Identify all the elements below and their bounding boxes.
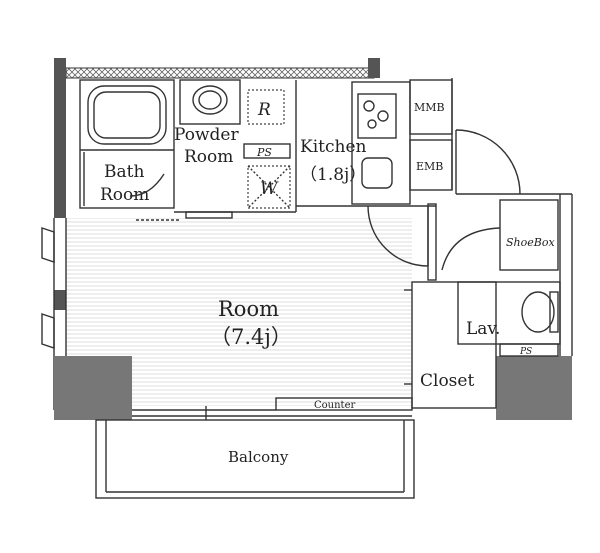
kitchen-label-2: （1.8j） (300, 165, 366, 185)
bath-room (79, 79, 175, 209)
balcony-label: Balcony (228, 448, 289, 466)
room-door-swing (367, 205, 429, 267)
stove-icon (357, 93, 397, 139)
refrigerator-space (247, 89, 285, 125)
counter-label: Counter (314, 400, 355, 411)
washbasin-icon (192, 85, 228, 115)
column-left (54, 356, 132, 420)
entry-partition (427, 203, 437, 281)
left-wall-segment (54, 290, 66, 310)
shoebox-label: ShoeBox (506, 236, 555, 249)
powder-sliding-door (185, 211, 233, 219)
washer-diagonal-2 (247, 165, 291, 209)
washbasin-inner (198, 90, 222, 110)
w-label: W (260, 179, 279, 199)
top-right-wall-stub (368, 58, 380, 78)
entry-door-swing (455, 129, 521, 195)
bath-label-2: Room (100, 185, 149, 205)
powder-label-2: Room (184, 147, 233, 167)
r-label: R (257, 100, 271, 120)
shoebox (499, 199, 559, 271)
burner-2 (377, 110, 389, 122)
room-label-2: （7.4j） (210, 325, 292, 349)
room-label-1: Room (218, 297, 279, 321)
left-window-1 (41, 227, 55, 263)
sink-icon (361, 157, 393, 189)
ps-small-label: PS (519, 347, 532, 357)
kitchen-label-1: Kitchen (300, 137, 366, 157)
washer-space (247, 165, 291, 209)
left-window-2 (41, 313, 55, 349)
emb-label: EMB (416, 160, 443, 173)
toilet-tank (549, 291, 559, 333)
counter (275, 397, 413, 411)
bathtub-inner (93, 91, 161, 139)
ps-small-box (499, 343, 559, 357)
burner-1 (363, 100, 375, 112)
shoebox-door-swing (441, 227, 501, 271)
column-right (496, 356, 572, 420)
washbasin-counter (179, 79, 241, 125)
burner-3 (367, 119, 377, 129)
left-upper-wall (54, 58, 66, 218)
balcony (95, 419, 415, 499)
powder-label-1: Powder (174, 125, 239, 145)
bath-label-1: Bath (104, 162, 144, 182)
bathtub-icon (87, 85, 167, 145)
closet-label: Closet (420, 371, 474, 391)
toilet-icon (521, 291, 555, 333)
top-wall-hatched (65, 67, 375, 79)
closet (411, 281, 497, 409)
mmb-label: MMB (414, 101, 445, 114)
lav-label: Lav. (466, 319, 500, 339)
pipe-space (243, 143, 291, 159)
bath-door-swing (129, 173, 165, 197)
ps-label: PS (256, 146, 272, 159)
